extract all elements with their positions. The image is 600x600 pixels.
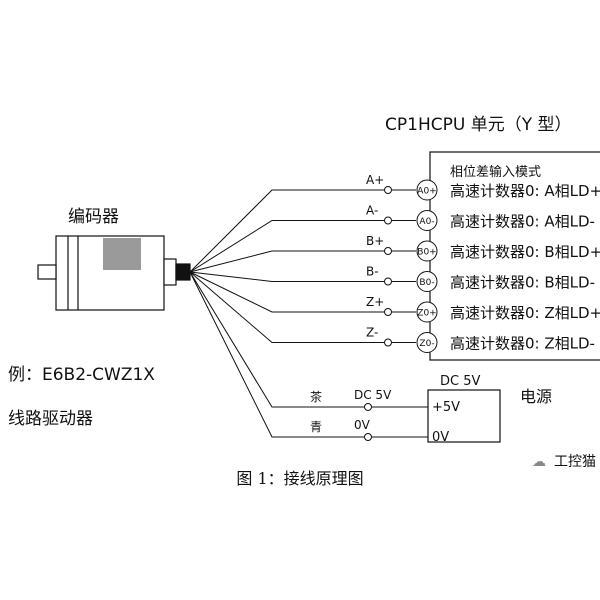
wire-end-terminal [384,186,392,194]
wire-color-label: 茶 [310,389,322,404]
signal-wire [189,271,384,343]
watermark: 工控猫 [554,454,596,470]
cpu-input-desc: 高速计数器0: B相LD+ [450,243,600,261]
cpu-input-desc: 高速计数器0: A相LD- [450,213,595,231]
power-header: DC 5V [440,374,480,389]
supply-voltage-label: 0V [354,418,371,432]
cpu-input-desc: 高速计数器0: A相LD+ [450,182,600,200]
cpu-input-desc: 高速计数器0: Z相LD- [450,335,595,353]
signal-wire-label: A- [366,204,378,218]
encoder-cable-gland [163,258,177,286]
encoder-label-plate [103,238,141,270]
signal-wire [189,250,384,273]
cpu-pin-label: Z0+ [417,309,436,319]
encoder-model-label: 例：E6B2-CWZ1X [8,365,155,385]
wire-end-terminal [384,308,392,316]
cpu-pin-terminal [416,332,438,353]
mode-label: 相位差输入模式 [450,164,541,180]
signal-wire [189,271,384,282]
power-wire [189,271,364,408]
wire-color-label: 青 [310,420,322,434]
signal-wire-label: Z- [366,326,378,340]
power-label: 电源 [520,387,552,406]
signal-wire [189,189,384,273]
cpu-pin-label: B0- [419,278,434,288]
cpu-pin-label: Z0- [419,339,434,349]
signal-wire-label: B+ [366,234,384,248]
cpu-pin-terminal [416,301,438,323]
signal-wire [189,271,384,313]
signal-wire-label: B- [366,265,379,279]
signal-wire-label: A+ [366,173,384,187]
cpu-pin-label: A0+ [417,187,436,197]
cpu-input-desc: 高速计数器0: B相LD- [450,274,595,292]
power-wire-terminal [364,403,372,411]
power-wire-terminal [364,433,372,441]
power-terminal-label: +5V [432,400,460,415]
signal-wire-label: Z+ [366,295,384,309]
power-supply-box [427,389,501,443]
diagram-title: CP1HCPU 单元（Y 型） [385,115,571,135]
power-group: 茶 DC 5V +5V 青 0V 0V [189,271,460,445]
wire-end-terminal [384,338,392,347]
power-wire [189,271,364,438]
wechat-icon: ☁ [532,454,546,470]
cpu-pin-terminal [416,210,438,231]
cpu-pin-terminal [416,271,438,292]
cpu-pin-terminal [416,179,438,201]
encoder-shaft [37,264,57,280]
wire-end-terminal [384,247,392,255]
cpu-pin-terminal [416,240,438,262]
encoder-label: 编码器 [68,207,119,227]
figure-caption: 图 1：接线原理图 [236,469,363,488]
cpu-unit-frame [429,151,600,361]
signal-wire [189,220,384,273]
wire-end-terminal [384,216,392,225]
encoder-cable-connector [175,263,191,281]
wire-end-terminal [384,277,392,286]
cpu-pin-label: A0- [419,217,434,227]
line-driver-label: 线路驱动器 [8,409,93,429]
power-terminal-label: 0V [432,430,449,445]
cpu-input-desc: 高速计数器0: Z相LD+ [450,304,600,322]
supply-voltage-label: DC 5V [354,388,392,402]
signal-group: A+ A0+ 高速计数器0: A相LD+ A- A0- 高速计数器0: A相LD- B+ B0… [189,173,600,353]
cpu-pin-label: B0+ [417,248,436,258]
